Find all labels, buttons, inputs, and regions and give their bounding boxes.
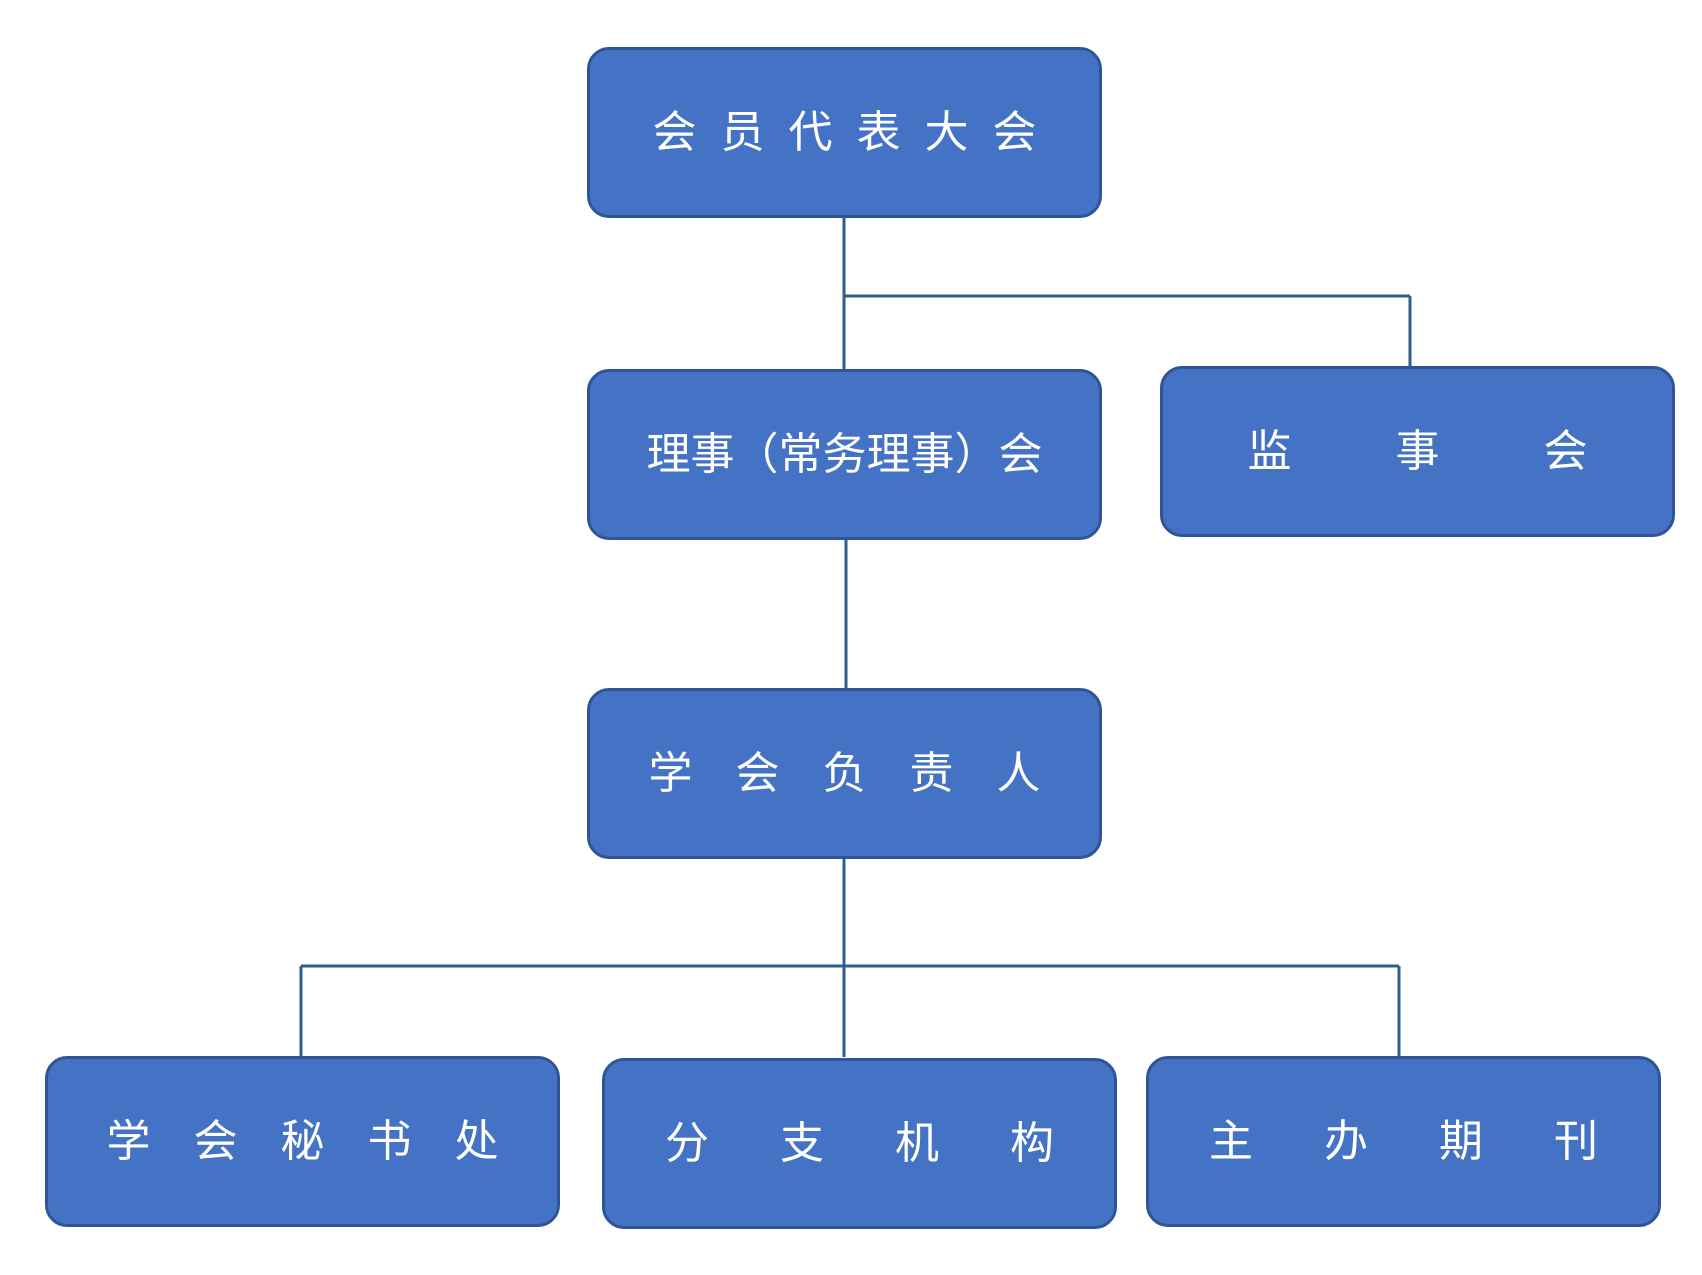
label-char: 学 <box>648 747 693 799</box>
node-council: 理事（常务理事）会 <box>587 369 1102 540</box>
node-assembly-label: 会员代表大会 <box>652 106 1037 158</box>
node-journal-label: 主办期刊 <box>1209 1115 1598 1167</box>
label-char: 大 <box>924 106 969 158</box>
label-char: 人 <box>996 747 1041 799</box>
label-char: 监 <box>1247 425 1292 477</box>
label-char: 负 <box>822 747 867 799</box>
label-char: 处 <box>454 1115 499 1167</box>
label-char: 会 <box>735 747 780 799</box>
label-char: 主 <box>1209 1115 1253 1167</box>
node-assembly: 会员代表大会 <box>587 47 1102 218</box>
label-char: 机 <box>895 1117 939 1169</box>
label-char: 构 <box>1010 1117 1054 1169</box>
node-branch-label: 分支机构 <box>665 1117 1054 1169</box>
label-char: ） <box>954 428 999 480</box>
node-council-label: 理事（常务理事）会 <box>646 428 1043 480</box>
node-leader: 学会负责人 <box>587 688 1102 859</box>
label-char: 事 <box>1395 425 1440 477</box>
label-char: 会 <box>1543 425 1588 477</box>
label-char: 理 <box>866 428 911 480</box>
label-char: 事 <box>910 428 955 480</box>
node-journal: 主办期刊 <box>1146 1056 1661 1227</box>
label-char: 责 <box>909 747 954 799</box>
label-char: 员 <box>720 106 765 158</box>
node-leader-label: 学会负责人 <box>648 747 1041 799</box>
label-char: 刊 <box>1554 1115 1598 1167</box>
node-supervisory-label: 监事会 <box>1247 425 1588 477</box>
label-char: 会 <box>652 106 697 158</box>
label-char: 会 <box>193 1115 238 1167</box>
label-char: 学 <box>106 1115 151 1167</box>
label-char: 理 <box>646 428 691 480</box>
label-char: 常 <box>778 428 823 480</box>
label-char: 表 <box>856 106 901 158</box>
node-supervisory: 监事会 <box>1160 366 1675 537</box>
label-char: 秘 <box>280 1115 325 1167</box>
label-char: 代 <box>788 106 833 158</box>
label-char: 会 <box>992 106 1037 158</box>
label-char: 办 <box>1324 1115 1368 1167</box>
node-secretariat: 学会秘书处 <box>45 1056 560 1227</box>
label-char: 书 <box>367 1115 412 1167</box>
label-char: 务 <box>822 428 867 480</box>
node-secretariat-label: 学会秘书处 <box>106 1115 499 1167</box>
label-char: 事 <box>690 428 735 480</box>
label-char: （ <box>734 428 779 480</box>
node-branch: 分支机构 <box>602 1058 1117 1229</box>
label-char: 支 <box>780 1117 824 1169</box>
label-char: 会 <box>998 428 1043 480</box>
label-char: 期 <box>1439 1115 1483 1167</box>
label-char: 分 <box>665 1117 709 1169</box>
